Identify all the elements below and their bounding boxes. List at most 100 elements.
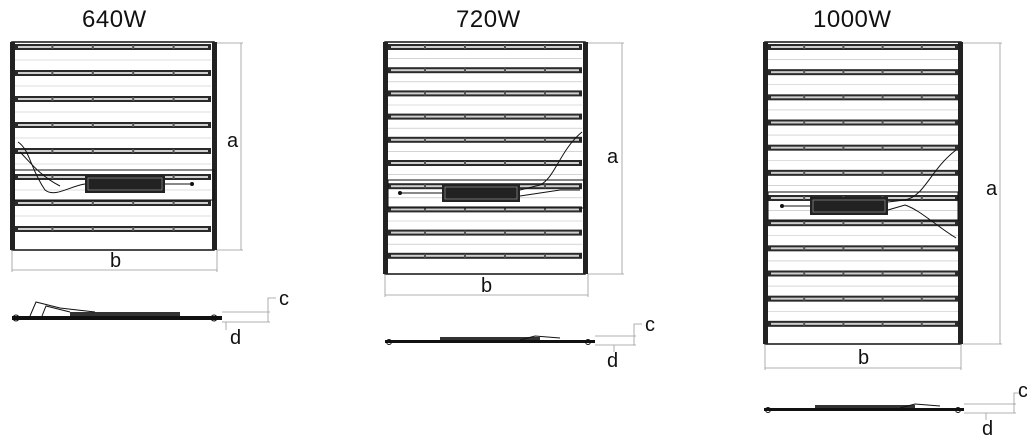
bar-clip (803, 95, 806, 100)
led-strip (771, 46, 955, 48)
bar-clip (544, 207, 546, 212)
bar-clip (172, 123, 175, 127)
bar-clip (920, 145, 923, 150)
bar-clip (464, 161, 466, 165)
dim-b-label: b (858, 347, 870, 369)
bar-clip (464, 230, 466, 235)
bar-clip (51, 175, 54, 179)
bar-clip (51, 149, 54, 153)
bar-clip (424, 253, 426, 258)
bar-clip (842, 45, 845, 49)
bar-clip (91, 97, 94, 101)
bar-clip (51, 45, 54, 49)
bar-clip (91, 149, 94, 153)
bar-clip (920, 246, 923, 251)
bar-clip (881, 246, 884, 251)
bar-clip (132, 149, 135, 153)
led-strip (771, 297, 955, 300)
bar-clip (424, 68, 426, 73)
bar-clip (91, 227, 94, 231)
bar-clip (881, 95, 884, 100)
bar-clip (881, 70, 884, 75)
bar-clip (464, 68, 466, 73)
led-strip (18, 72, 208, 74)
bar-clip (803, 145, 806, 150)
bar-clip (842, 120, 845, 125)
bar-clip (881, 271, 884, 276)
bar-clip (920, 95, 923, 100)
bar-clip (544, 184, 546, 189)
bar-clip (504, 45, 506, 49)
bar-clip (544, 68, 546, 73)
bar-clip (881, 120, 884, 125)
bar-clip (881, 321, 884, 326)
bar-clip (920, 321, 923, 326)
bar-clip (842, 271, 845, 276)
led-strip (18, 150, 208, 152)
bar-clip (504, 137, 506, 142)
dim-d-label: d (982, 418, 994, 440)
dim-c-label: c (279, 288, 289, 310)
led-strip (771, 247, 955, 250)
bar-clip (920, 120, 923, 125)
bar-clip (132, 71, 135, 75)
led-strip (771, 96, 955, 99)
bar-clip (504, 91, 506, 96)
bar-clip (842, 296, 845, 301)
bar-clip (803, 296, 806, 301)
led-strip (391, 162, 579, 164)
dim-b-label: b (110, 250, 122, 272)
bar-clip (803, 221, 806, 226)
bar-clip (842, 321, 845, 326)
led-strip (771, 121, 955, 124)
bar-clip (504, 253, 506, 258)
bar-clip (424, 161, 426, 165)
bar-clip (920, 196, 923, 200)
bar-clip (881, 221, 884, 226)
bar-clip (544, 230, 546, 235)
dim-d-label: d (230, 327, 242, 349)
led-strip (771, 322, 955, 325)
led-strip (18, 124, 208, 126)
dim-b-label: b (481, 275, 493, 297)
led-strip (18, 202, 208, 204)
led-strip (391, 92, 579, 95)
bar-clip (881, 296, 884, 301)
bar-clip (51, 97, 54, 101)
bar-clip (91, 201, 94, 205)
bar-clip (803, 170, 806, 175)
bar-clip (172, 175, 175, 179)
bar-clip (91, 71, 94, 75)
dim-a-label: a (986, 178, 998, 200)
led-strip (391, 138, 579, 141)
bar-clip (803, 196, 806, 200)
led-strip (771, 146, 955, 149)
bar-clip (504, 207, 506, 212)
led-strip (771, 71, 955, 74)
bar-clip (920, 45, 923, 49)
bar-clip (544, 91, 546, 96)
bar-clip (424, 230, 426, 235)
bar-clip (172, 97, 175, 101)
bar-clip (881, 170, 884, 175)
led-strip (18, 228, 208, 230)
bar-clip (881, 45, 884, 49)
led-strip (771, 222, 955, 225)
led-strip (391, 231, 579, 234)
bar-clip (424, 207, 426, 212)
bar-clip (132, 97, 135, 101)
bar-clip (504, 68, 506, 73)
bar-clip (132, 123, 135, 127)
fixture-title: 1000W (813, 6, 892, 33)
bar-clip (920, 296, 923, 301)
fixture-title: 640W (82, 6, 147, 33)
dim-a-label: a (227, 130, 239, 152)
bar-clip (544, 45, 546, 49)
bar-clip (424, 184, 426, 189)
bar-clip (172, 45, 175, 49)
bar-clip (504, 161, 506, 165)
bar-clip (91, 123, 94, 127)
bar-clip (424, 137, 426, 142)
bar-clip (842, 95, 845, 100)
